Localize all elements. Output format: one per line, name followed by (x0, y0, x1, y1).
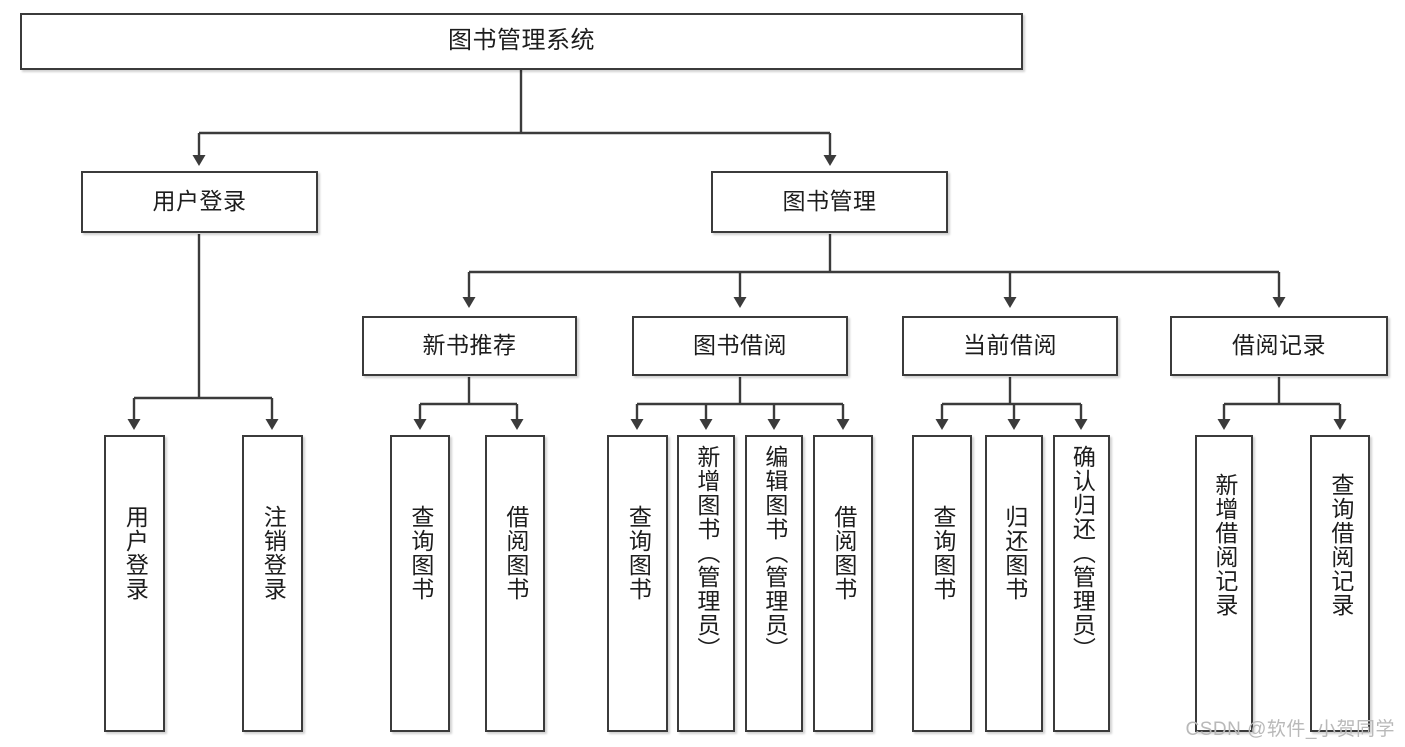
node-new-book-recommend[interactable]: 新书推荐 (362, 316, 577, 376)
leaf-query-book-borrow[interactable]: 查询图书 (607, 435, 668, 732)
leaf-query-book-borrow-label: 查询图书 (625, 505, 652, 601)
watermark: CSDN @软件_小贺同学 (1185, 719, 1395, 740)
node-user-login-label: 用户登录 (152, 188, 247, 215)
leaf-query-borrow-record-label: 查询借阅记录 (1327, 473, 1354, 617)
leaf-query-book-current[interactable]: 查询图书 (912, 435, 972, 732)
leaf-return-book[interactable]: 归还图书 (985, 435, 1043, 732)
node-new-book-recommend-label: 新书推荐 (422, 332, 517, 359)
node-current-borrow-label: 当前借阅 (963, 332, 1057, 359)
leaf-user-login-label: 用户登录 (122, 505, 149, 601)
node-borrow-record-label: 借阅记录 (1232, 332, 1326, 359)
node-borrow-record[interactable]: 借阅记录 (1170, 316, 1388, 376)
leaf-add-book-admin[interactable]: 新增图书（管理员） (677, 435, 735, 732)
node-book-borrow-label: 图书借阅 (693, 332, 787, 359)
leaf-edit-book-admin[interactable]: 编辑图书（管理员） (745, 435, 803, 732)
leaf-edit-book-admin-label: 编辑图书（管理员） (761, 445, 788, 661)
leaf-add-borrow-record[interactable]: 新增借阅记录 (1195, 435, 1253, 732)
node-root-label: 图书管理系统 (448, 27, 595, 55)
leaf-query-book-current-label: 查询图书 (929, 505, 956, 601)
node-current-borrow[interactable]: 当前借阅 (902, 316, 1118, 376)
leaf-user-login[interactable]: 用户登录 (104, 435, 165, 732)
leaf-query-book-recommend[interactable]: 查询图书 (390, 435, 450, 732)
leaf-query-book-recommend-label: 查询图书 (407, 505, 434, 601)
leaf-logout-label: 注销登录 (260, 505, 287, 601)
leaf-add-book-admin-label: 新增图书（管理员） (693, 445, 720, 661)
leaf-confirm-return-admin-label: 确认归还（管理员） (1069, 445, 1096, 661)
leaf-borrow-book-borrow[interactable]: 借阅图书 (813, 435, 873, 732)
leaf-confirm-return-admin[interactable]: 确认归还（管理员） (1053, 435, 1110, 732)
leaf-return-book-label: 归还图书 (1001, 505, 1028, 601)
leaf-add-borrow-record-label: 新增借阅记录 (1211, 473, 1238, 617)
node-book-management[interactable]: 图书管理 (711, 171, 948, 233)
leaf-borrow-book-recommend-label: 借阅图书 (502, 505, 529, 601)
node-user-login[interactable]: 用户登录 (81, 171, 318, 233)
leaf-query-borrow-record[interactable]: 查询借阅记录 (1310, 435, 1370, 732)
node-root[interactable]: 图书管理系统 (20, 13, 1023, 70)
leaf-borrow-book-recommend[interactable]: 借阅图书 (485, 435, 545, 732)
leaf-logout[interactable]: 注销登录 (242, 435, 303, 732)
leaf-borrow-book-borrow-label: 借阅图书 (830, 505, 857, 601)
node-book-management-label: 图书管理 (782, 188, 877, 215)
node-book-borrow[interactable]: 图书借阅 (632, 316, 848, 376)
